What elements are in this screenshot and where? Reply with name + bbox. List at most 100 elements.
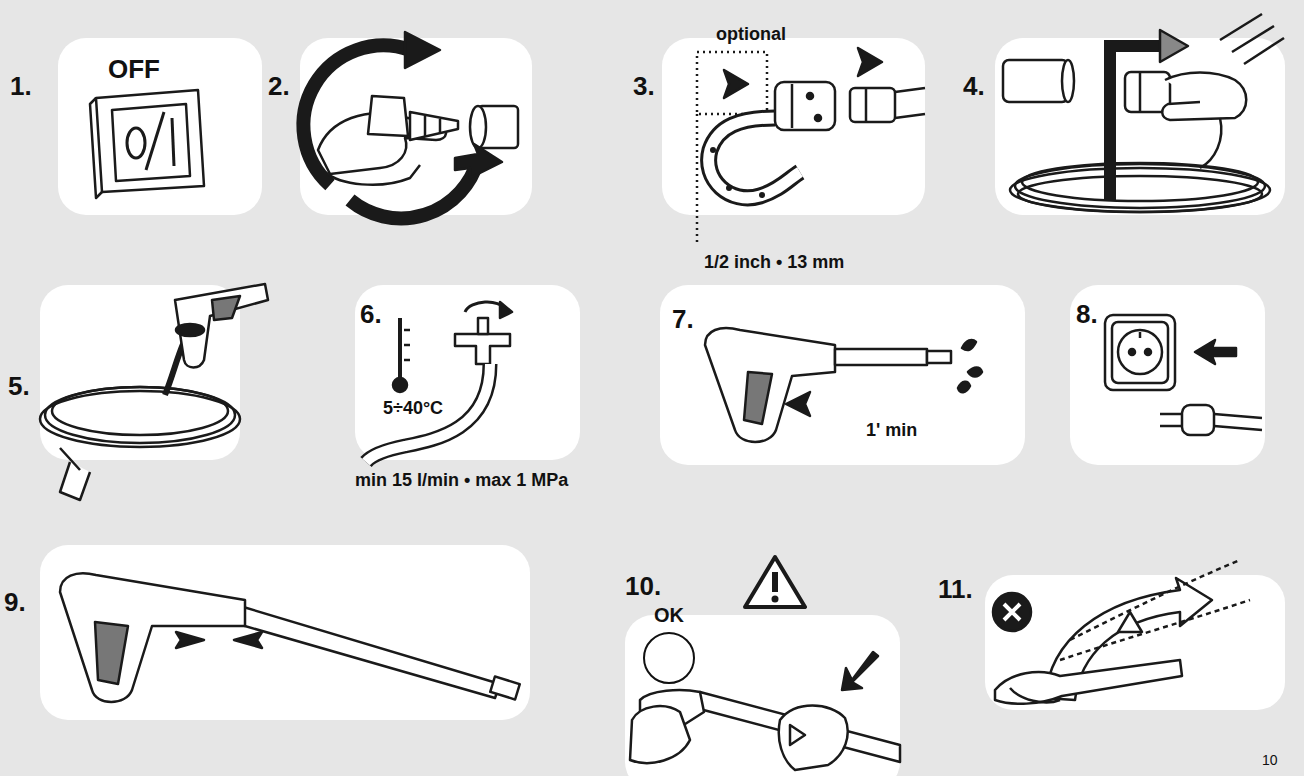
water-supply-part — [404, 344, 410, 347]
panel-grounds-part — [300, 38, 532, 215]
quick-coupling-part — [807, 93, 813, 99]
quick-coupling-part — [726, 185, 732, 191]
gun-hose-coupling-part — [176, 324, 204, 336]
quick-coupling-part — [895, 88, 925, 118]
filter-insertion-part — [424, 116, 427, 136]
quick-coupling-part — [759, 192, 765, 198]
hose-connection-part — [1015, 164, 1265, 208]
water-supply-part — [500, 302, 512, 318]
power-switch-part — [90, 98, 102, 198]
gun-hose-coupling — [40, 284, 268, 500]
quick-coupling-part — [696, 114, 699, 246]
quick-coupling — [697, 48, 925, 246]
step-number: 11. — [938, 575, 973, 605]
quick-coupling-part — [815, 115, 821, 121]
water-supply-part — [455, 334, 510, 364]
filter-insertion-part — [455, 144, 502, 178]
step-panel: OK10. — [625, 615, 900, 776]
lance-fitting-part — [238, 606, 500, 698]
flush-gun-part — [705, 328, 835, 442]
ok-label: OK — [654, 604, 684, 627]
wrong-grip-part — [1004, 604, 1020, 620]
power-switch — [90, 90, 204, 198]
flush-gun-part — [744, 372, 772, 424]
water-supply-part — [478, 318, 488, 334]
panel-grounds-part — [985, 575, 1285, 710]
step-panel: 6.5÷40°Cmin 15 l/min • max 1 MPa — [355, 285, 580, 460]
correct-grip-part — [630, 706, 690, 763]
water-supply-part — [366, 364, 490, 462]
lance-fitting — [60, 573, 520, 702]
gun-hose-coupling-part — [40, 391, 240, 447]
step-panel: 2. — [300, 38, 532, 215]
hose-connection-part — [1139, 72, 1142, 112]
filter-insertion-part — [470, 106, 486, 148]
step-panel: 5. — [40, 285, 240, 460]
filter-insertion-part — [405, 32, 440, 68]
hose-connection-part — [1104, 40, 1116, 200]
flush-gun-part — [968, 368, 982, 377]
hose-connection-part — [1010, 168, 1270, 212]
lance-fitting-part — [490, 677, 520, 700]
correct-grip-part — [779, 706, 848, 771]
lance-fitting-part — [60, 573, 245, 702]
step-number: 6. — [360, 300, 382, 330]
correct-grip-part — [842, 652, 878, 690]
step-number: 10. — [625, 572, 661, 602]
correct-grip-part — [790, 725, 805, 745]
page-number: 10 — [1262, 752, 1278, 768]
filter-insertion-part — [410, 112, 458, 140]
water-supply-part — [398, 318, 402, 380]
quick-coupling-part — [850, 88, 895, 122]
filter-insertion — [303, 32, 518, 218]
step-panel: 7.1' min — [660, 285, 1025, 465]
flush-gun — [705, 328, 982, 442]
panel-grounds — [40, 38, 1285, 776]
plug-socket-part — [1195, 340, 1236, 364]
panel-grounds-part — [1070, 285, 1265, 465]
filter-insertion-part — [368, 96, 408, 136]
quick-coupling-part — [697, 52, 767, 114]
plug-socket-part — [1145, 349, 1151, 355]
plug-socket-part — [1105, 315, 1175, 390]
wrong-grip-part — [1070, 560, 1240, 640]
water-supply-part — [404, 359, 410, 362]
step-panel: 11. — [985, 575, 1285, 710]
step-number: 4. — [963, 72, 985, 102]
step-panel: 9. — [40, 545, 530, 720]
water-supply-part — [366, 364, 490, 462]
filter-insertion-part — [325, 165, 420, 185]
plug-socket-part — [1118, 330, 1162, 374]
hose-connection-part — [1003, 60, 1068, 102]
plug-socket-part — [1214, 414, 1262, 430]
lance-fitting-part — [95, 622, 128, 684]
flush-gun-part — [927, 351, 951, 363]
power-switch-part — [146, 112, 164, 170]
lance-fitting-part — [176, 632, 204, 648]
panel-grounds-part — [662, 38, 925, 215]
power-switch-part — [112, 104, 190, 181]
correct-grip-part — [772, 572, 778, 592]
flush-gun-part — [786, 392, 810, 416]
step-panel: 4. — [995, 38, 1285, 215]
step-panel: 8. — [1070, 285, 1265, 465]
wrong-grip-part — [1010, 688, 1060, 702]
plug-socket-part — [1112, 322, 1168, 383]
plug-socket-part — [1129, 349, 1135, 355]
step-panel: 1.OFF — [58, 38, 262, 215]
plug-socket-part — [1139, 332, 1142, 338]
hose-connection-part — [1244, 38, 1284, 64]
gun-hose-coupling-part — [45, 387, 235, 443]
correct-grip-part — [745, 557, 805, 607]
step-number: 5. — [8, 372, 30, 402]
panel-grounds-part — [58, 38, 262, 215]
hose-connection-part — [1160, 30, 1188, 62]
water-supply — [366, 302, 512, 462]
plug-socket-part — [1160, 425, 1182, 428]
correct-grip-part — [772, 596, 779, 603]
plug-socket — [1105, 315, 1262, 435]
step-label: optional — [716, 24, 786, 45]
flush-gun-part — [958, 382, 970, 393]
correct-grip — [630, 557, 900, 770]
quick-coupling-part — [865, 88, 868, 122]
